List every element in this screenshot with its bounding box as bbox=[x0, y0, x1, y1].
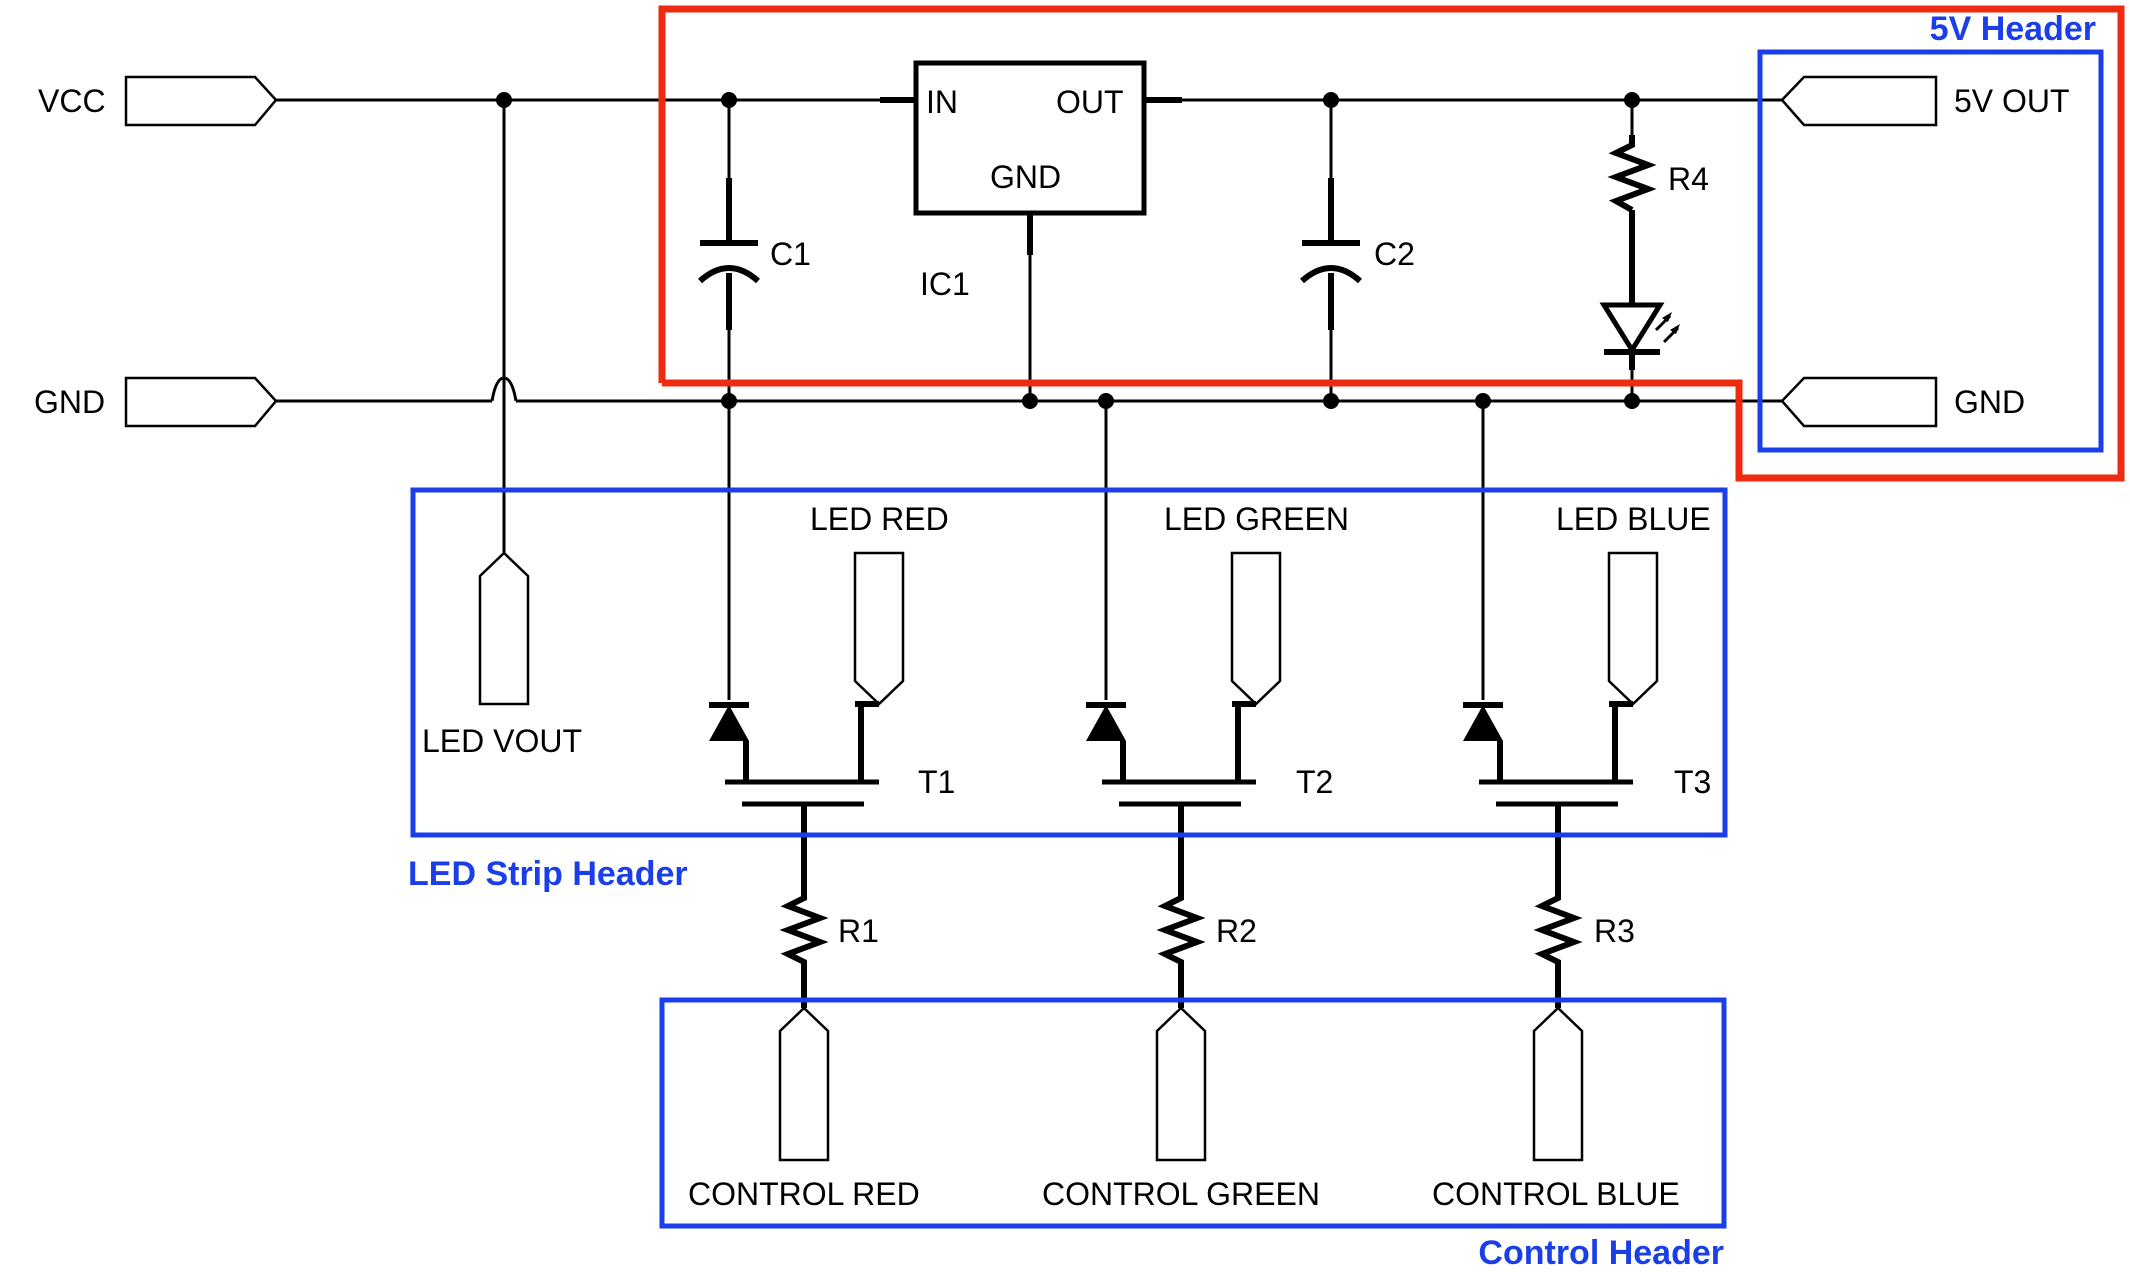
port-gnd-in: GND bbox=[34, 376, 278, 428]
port-control-red: CONTROL RED bbox=[688, 1006, 920, 1212]
port-led-green-label: LED GREEN bbox=[1164, 501, 1349, 537]
port-led-blue-label: LED BLUE bbox=[1556, 501, 1711, 537]
t1-label: T1 bbox=[918, 764, 955, 800]
junction-dots bbox=[496, 92, 1640, 409]
led-strip-header-box: LED Strip Header bbox=[408, 487, 1728, 893]
five-volt-header-box: 5V Header bbox=[1757, 10, 2104, 453]
port-vcc: VCC bbox=[38, 75, 278, 127]
port-led-red-label: LED RED bbox=[810, 501, 949, 537]
transistor-t2: T2 bbox=[1086, 701, 1333, 890]
port-control-green-label: CONTROL GREEN bbox=[1042, 1176, 1320, 1212]
resistor-r4: R4 bbox=[1607, 135, 1709, 213]
c2-label: C2 bbox=[1374, 236, 1415, 272]
port-control-red-label: CONTROL RED bbox=[688, 1176, 920, 1212]
transistor-t3: T3 bbox=[1463, 701, 1711, 890]
five-volt-header-label: 5V Header bbox=[1930, 10, 2096, 48]
transistor-t1: T1 bbox=[709, 701, 955, 890]
port-led-red: LED RED bbox=[810, 501, 949, 706]
r2-label: R2 bbox=[1216, 913, 1257, 949]
port-control-blue-label: CONTROL BLUE bbox=[1432, 1176, 1680, 1212]
indicator-led-icon bbox=[1599, 302, 1680, 355]
port-led-green: LED GREEN bbox=[1164, 501, 1349, 706]
r1-label: R1 bbox=[838, 913, 879, 949]
ic1-regulator: IN OUT GND IC1 bbox=[880, 60, 1182, 302]
regulator-section-outline bbox=[658, 5, 2125, 482]
ic1-ref-label: IC1 bbox=[920, 266, 970, 302]
led-strip-header-label: LED Strip Header bbox=[408, 855, 688, 893]
port-vcc-label: VCC bbox=[38, 83, 106, 119]
port-gnd-out: GND bbox=[1780, 376, 2025, 428]
t3-label: T3 bbox=[1674, 764, 1711, 800]
t2-label: T2 bbox=[1296, 764, 1333, 800]
control-header-label: Control Header bbox=[1478, 1234, 1724, 1272]
port-led-vout-label: LED VOUT bbox=[422, 723, 582, 759]
port-5v-out-label: 5V OUT bbox=[1954, 83, 2070, 119]
port-gnd-in-label: GND bbox=[34, 384, 105, 420]
ic1-pin-out: OUT bbox=[1056, 84, 1124, 120]
port-led-blue: LED BLUE bbox=[1556, 501, 1711, 706]
c1-label: C1 bbox=[770, 236, 811, 272]
resistor-r1: R1 bbox=[779, 890, 879, 1008]
port-5v-out: 5V OUT bbox=[1780, 75, 2070, 127]
r4-label: R4 bbox=[1668, 161, 1709, 197]
port-led-vout: LED VOUT bbox=[422, 551, 582, 759]
capacitor-c2: C2 bbox=[1299, 236, 1415, 284]
wires bbox=[275, 98, 1782, 700]
capacitor-c1: C1 bbox=[697, 236, 811, 284]
ic1-pin-in: IN bbox=[926, 84, 958, 120]
control-header-box: Control Header bbox=[659, 997, 1727, 1272]
port-gnd-out-label: GND bbox=[1954, 384, 2025, 420]
r3-label: R3 bbox=[1594, 913, 1635, 949]
resistor-r2: R2 bbox=[1156, 890, 1257, 1008]
port-control-green: CONTROL GREEN bbox=[1042, 1006, 1320, 1212]
resistor-r3: R3 bbox=[1533, 890, 1635, 1008]
ic1-pin-gnd: GND bbox=[990, 159, 1061, 195]
port-control-blue: CONTROL BLUE bbox=[1432, 1006, 1680, 1212]
